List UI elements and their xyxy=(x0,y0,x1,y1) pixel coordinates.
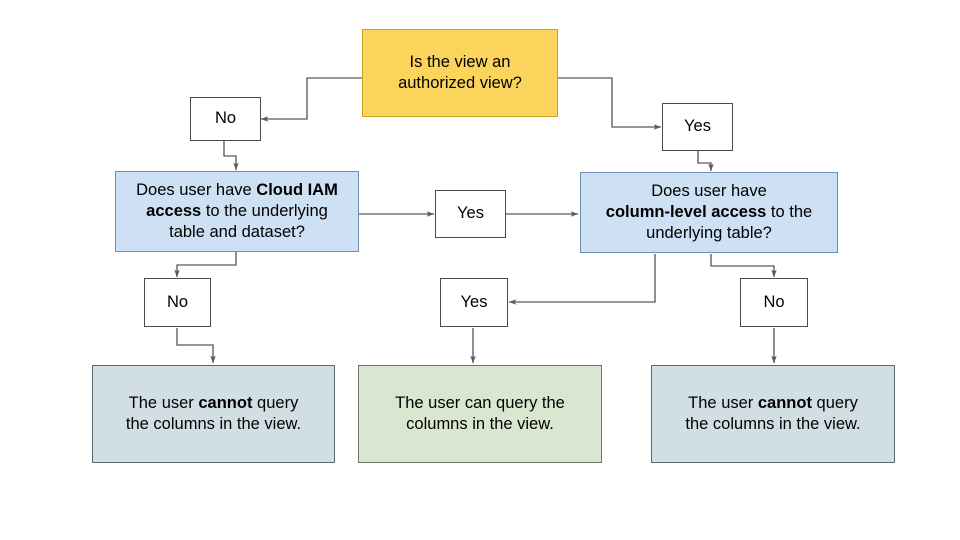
node-branch-start-yes[interactable]: Yes xyxy=(662,103,733,151)
edge-no-to-deny-left xyxy=(176,328,216,364)
edge-start-to-no xyxy=(260,77,362,122)
node-branch-column-no-label: No xyxy=(763,292,785,311)
edge-column-to-yes xyxy=(508,254,656,305)
node-branch-column-yes[interactable]: Yes xyxy=(440,278,508,327)
node-branch-start-no-label: No xyxy=(214,109,237,128)
node-branch-start-yes-label: Yes xyxy=(684,117,711,136)
node-branch-iam-no[interactable]: No xyxy=(144,278,211,327)
node-branch-start-no[interactable]: No xyxy=(190,97,261,141)
node-branch-iam-yes[interactable]: Yes xyxy=(435,190,506,238)
node-branch-column-yes-label: Yes xyxy=(460,292,488,311)
edge-column-to-no xyxy=(710,254,777,278)
edge-yes-to-column xyxy=(697,151,714,172)
node-branch-iam-yes-label: Yes xyxy=(457,204,484,223)
node-branch-column-no[interactable]: No xyxy=(740,278,808,327)
edge-iam-to-no xyxy=(174,252,237,278)
edge-start-to-yes xyxy=(558,77,662,130)
edge-no-to-iam xyxy=(223,141,239,171)
node-branch-iam-no-label: No xyxy=(166,292,189,311)
